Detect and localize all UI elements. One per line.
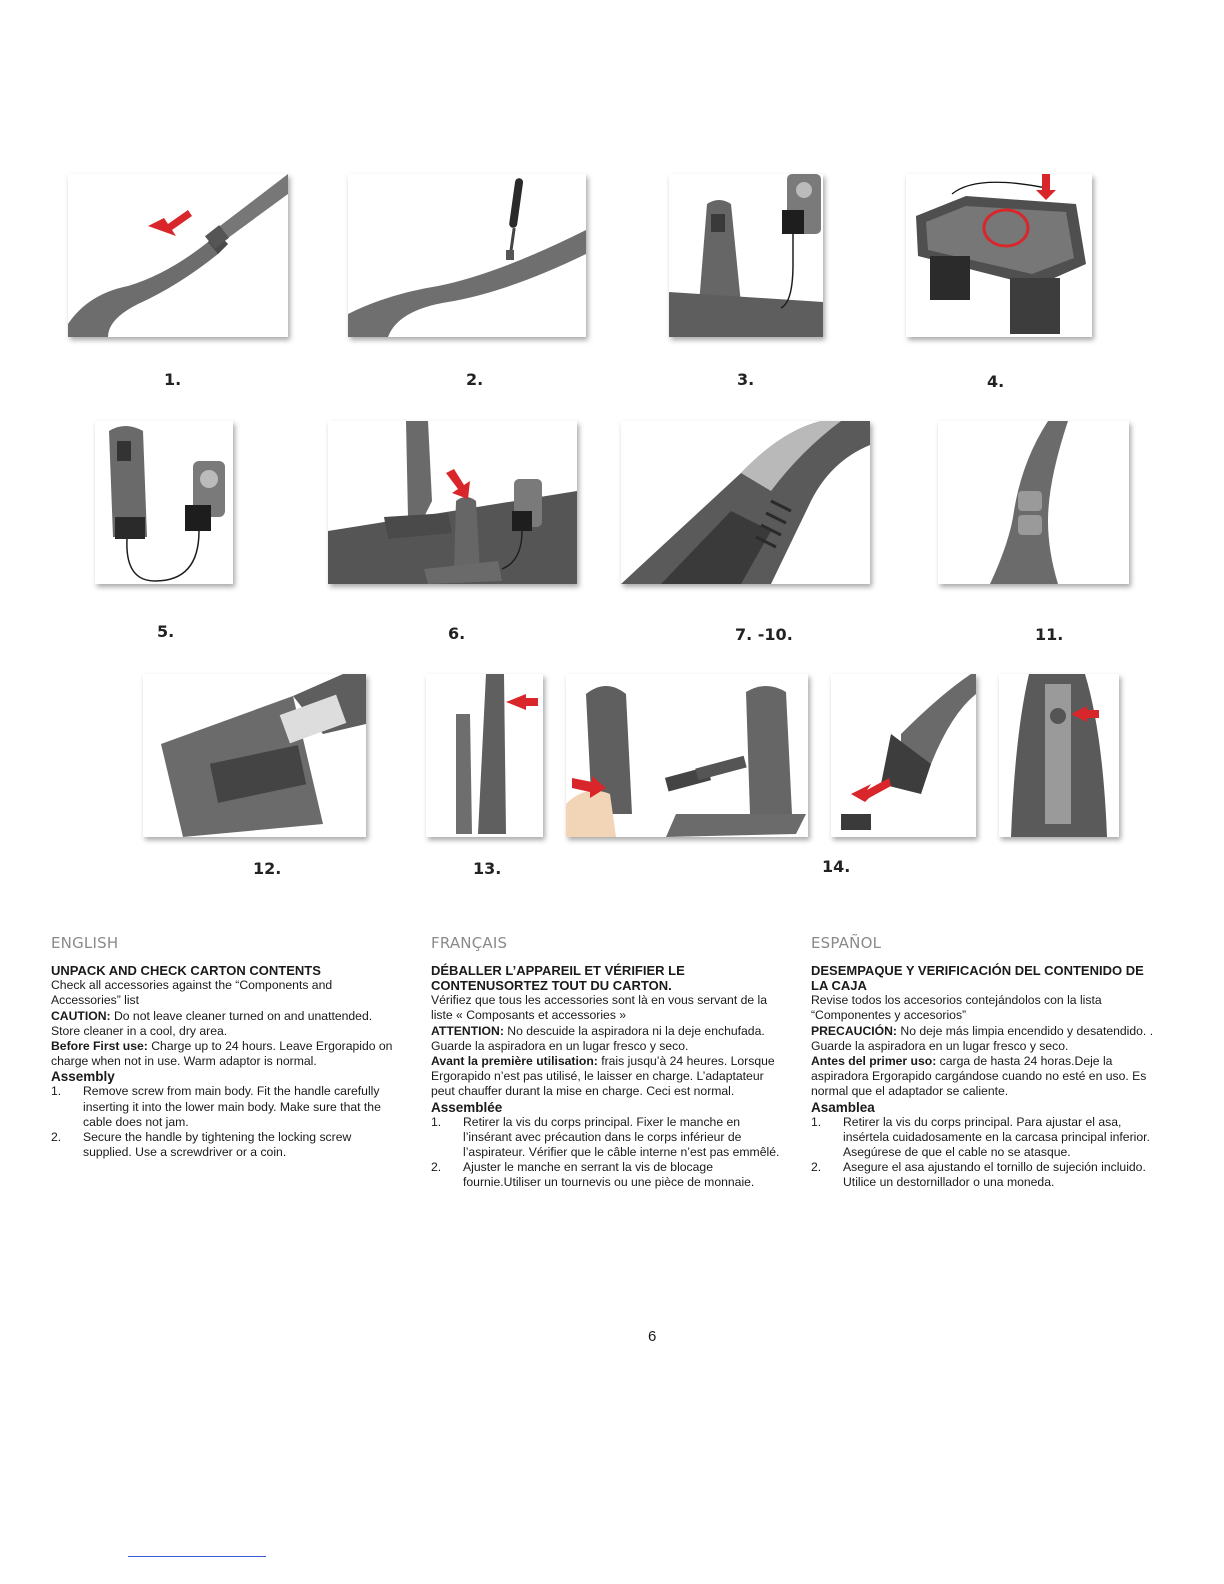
first-use-label: Avant la première utilisation: [431,1054,598,1069]
caution-text: No deje más limpia encendido y desatendi… [811,1023,1154,1053]
footnote-divider [128,1556,266,1557]
step-label-14: 14. [822,857,851,876]
figure-3-charger-base [669,174,823,337]
section-heading: DÉBALLER L’APPAREIL ET VÉRIFIER LE CONTE… [431,963,685,994]
step-label-12: 12. [253,859,282,878]
page-number: 6 [648,1328,657,1345]
step-label-2: 2. [466,370,484,389]
list-item: 1.Retirer la vis du corps principal. Par… [811,1114,1150,1160]
first-use-text: Charge up to 24 hours. Leave Ergorapido … [51,1039,393,1069]
list-item: 1.Retirer la vis du corps principal. Fix… [431,1114,780,1160]
step-label-1: 1. [164,370,182,389]
list-item: 2.Secure the handle by tightening the lo… [51,1130,352,1160]
assembly-steps: 1.Retirer la vis du corps principal. Par… [811,1115,1163,1191]
caution-paragraph: ATTENTION: No descuide la aspiradora ni … [431,1024,783,1054]
assembly-heading: Asamblea [811,1099,875,1115]
list-item: 2.Ajuster le manche en serrant la vis de… [431,1160,755,1190]
storage-paragraph: Store cleaner in a cool, dry area. [51,1023,228,1038]
first-use-text: carga de hasta 24 horas.Deje la aspirado… [811,1054,1147,1099]
step-label-3: 3. [737,370,755,389]
caution-paragraph: CAUTION: Do not leave cleaner turned on … [51,1009,403,1024]
caution-text: No descuide la aspiradora ni la deje enc… [431,1023,765,1053]
paragraph: Vérifiez que tous les accessories sont l… [431,993,768,1023]
language-heading: ESPAÑOL [811,934,882,952]
list-item: 2.Asegure el asa ajustando el tornillo d… [811,1160,1146,1190]
assembly-heading: Assembly [51,1069,115,1085]
caution-paragraph: PRECAUCIÓN: No deje más limpia encendido… [811,1024,1163,1054]
step-label-5: 5. [157,622,175,641]
first-use-paragraph: Antes del primer uso: carga de hasta 24 … [811,1054,1163,1100]
spanish-column: ESPAÑOL DESEMPAQUE Y VERIFICACIÓN DEL CO… [811,934,1163,1191]
step-label-4: 4. [987,372,1005,391]
figure-7-10-handheld [621,421,870,584]
figure-2-screw [348,174,586,337]
paragraph: Check all accessories against the “Compo… [51,978,333,1008]
caution-label: PRECAUCIÓN: [811,1023,897,1038]
assembly-steps: 1.Retirer la vis du corps principal. Fix… [431,1115,783,1191]
first-use-label: Before First use: [51,1039,148,1054]
step-label-7-10: 7. -10. [735,625,793,644]
figure-13-side [426,674,543,837]
step-label-11: 11. [1035,625,1064,644]
section-heading: DESEMPAQUE Y VERIFICACIÓN DEL CONTENIDO … [811,963,1144,994]
figure-5-charger [95,421,233,584]
language-heading: ENGLISH [51,934,119,952]
step-label-13: 13. [473,859,502,878]
figure-14-power-button [999,674,1119,837]
language-heading: FRANÇAIS [431,934,508,952]
assembly-steps: 1.Remove screw from main body. Fit the h… [51,1084,403,1160]
figure-4-base-cable [906,174,1092,337]
first-use-label: Antes del primer uso: [811,1054,937,1069]
figure-11-handle-button [938,421,1129,584]
figure-14-filter [831,674,976,837]
caution-label: ATTENTION: [431,1023,504,1038]
french-column: FRANÇAIS DÉBALLER L’APPAREIL ET VÉRIFIER… [431,934,783,1191]
caution-text: Do not leave cleaner turned on and unatt… [110,1008,373,1023]
first-use-paragraph: Avant la première utilisation: frais jus… [431,1054,783,1100]
figure-12-nozzle [143,674,366,837]
figure-6-docking [328,421,577,584]
step-label-6: 6. [448,624,466,643]
section-heading: UNPACK AND CHECK CARTON CONTENTS [51,963,321,979]
list-item: 1.Remove screw from main body. Fit the h… [51,1084,381,1129]
first-use-paragraph: Before First use: Charge up to 24 hours.… [51,1039,403,1069]
first-use-text: frais jusqu’à 24 heures. Lorsque Ergorap… [431,1054,775,1099]
figure-14-battery [566,674,808,837]
assembly-heading: Assemblée [431,1099,503,1115]
paragraph: Revise todos los accesorios contejándolo… [811,993,1102,1023]
english-column: ENGLISH UNPACK AND CHECK CARTON CONTENTS… [51,934,403,1160]
caution-label: CAUTION: [51,1008,111,1023]
figure-1-handle-insert [68,174,288,337]
